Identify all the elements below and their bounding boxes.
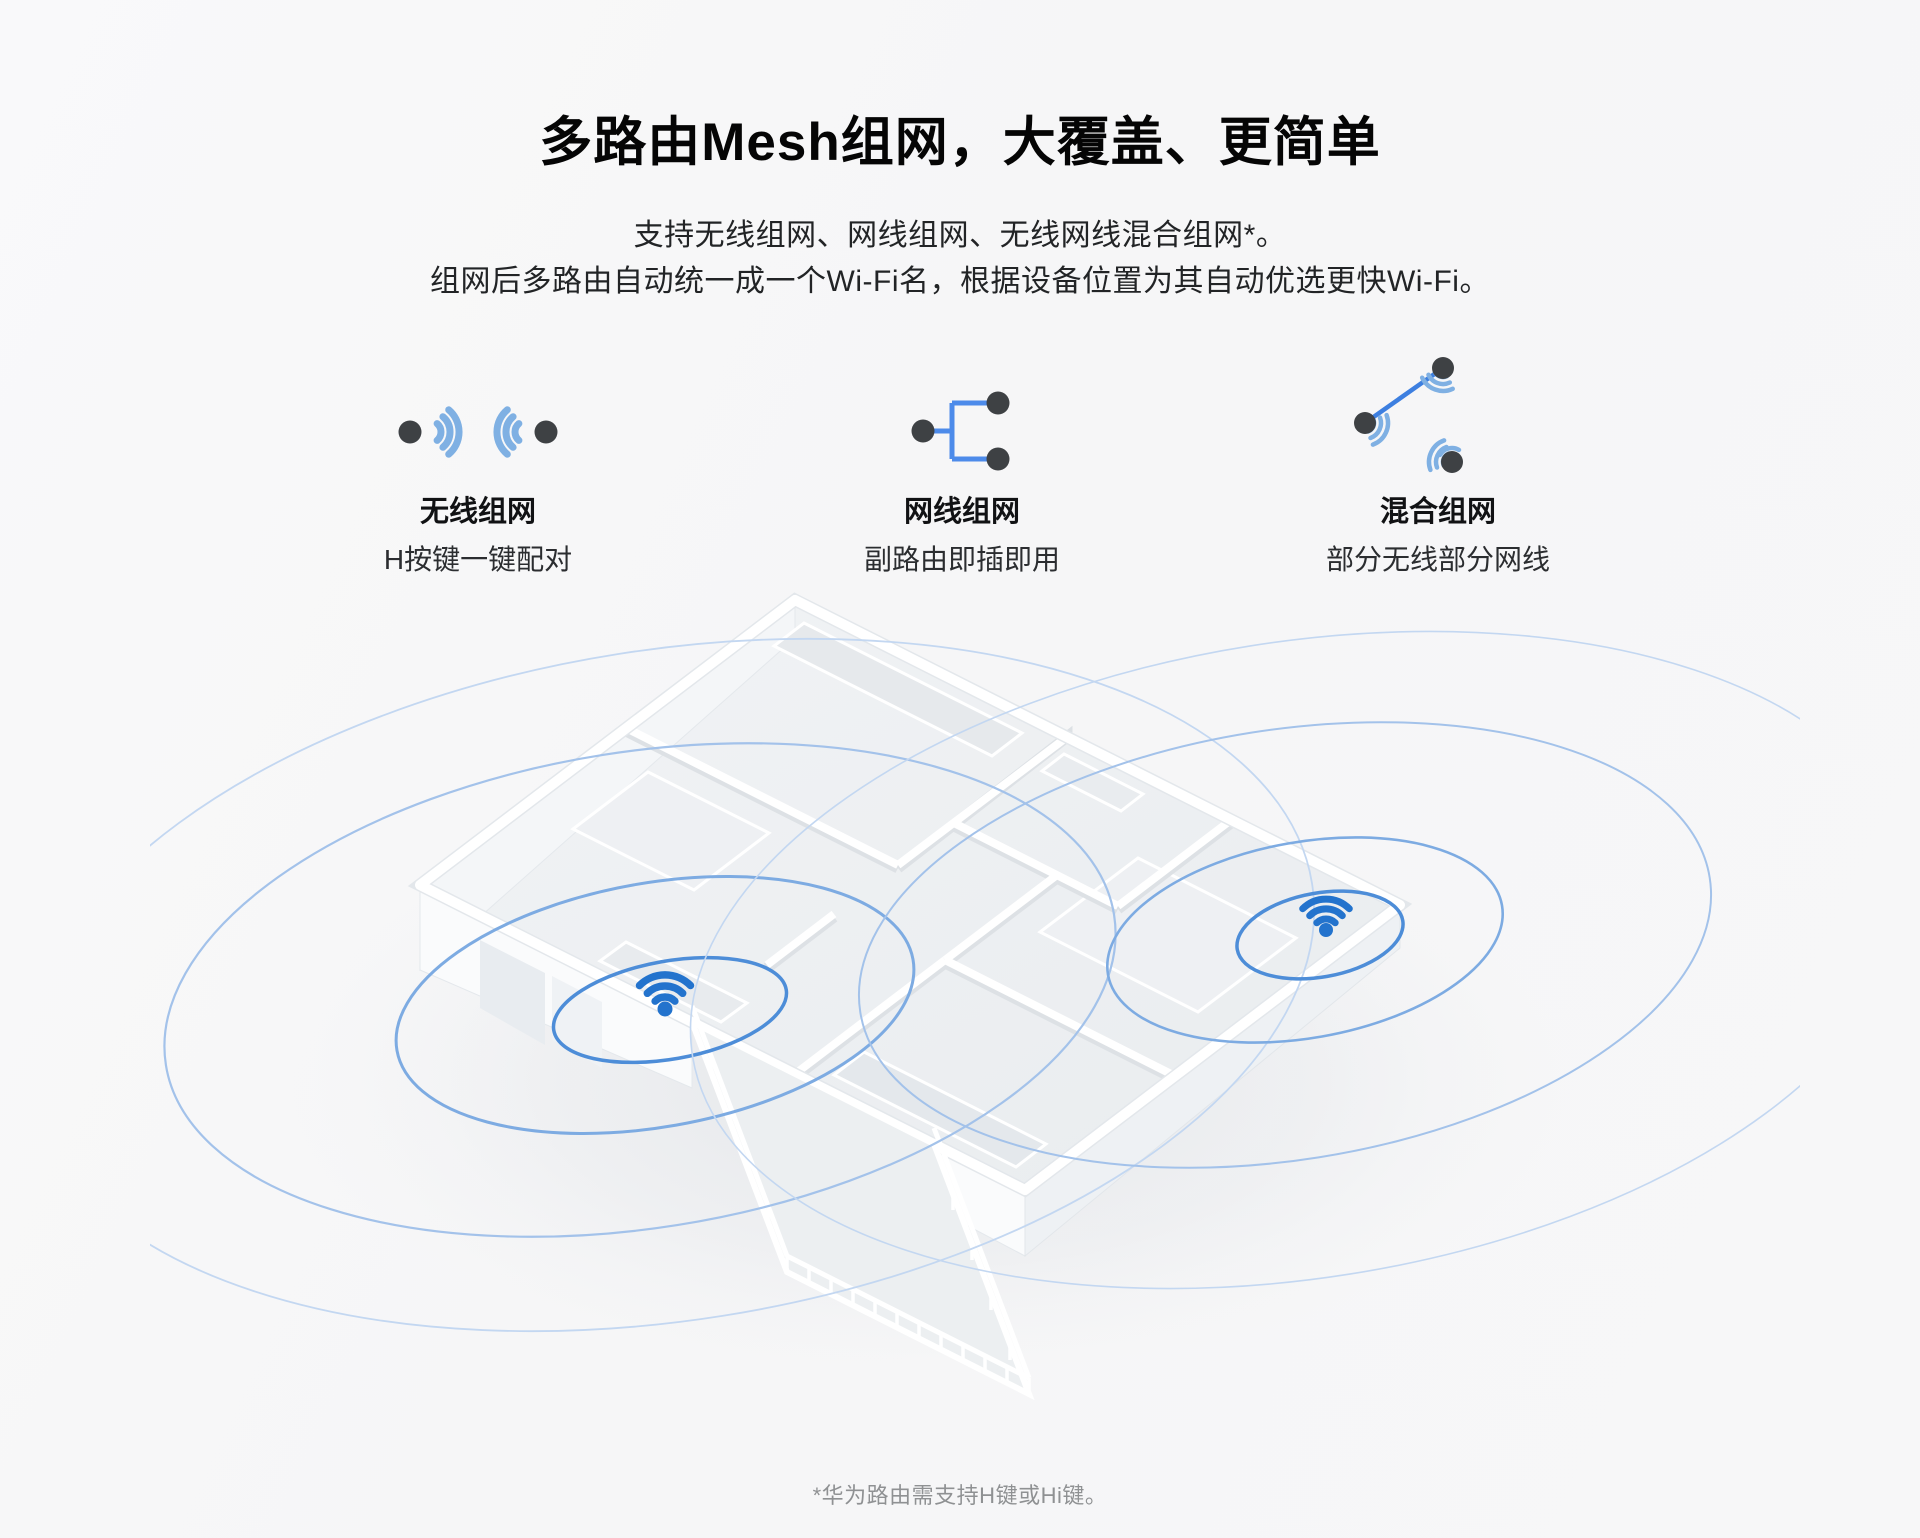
page-subtitle-line1: 支持无线组网、网线组网、无线网线混合组网*。: [633, 219, 1287, 252]
feature-desc: H按键一键配对: [383, 544, 573, 575]
floorplan-illustration: [24, 540, 1911, 1480]
feature-title: 网线组网: [903, 496, 1020, 528]
coverage-rings-right: [689, 630, 1911, 1290]
hybrid-link-icon: [1238, 340, 1638, 490]
footnote: *华为路由需支持H键或Hi键。: [812, 1483, 1108, 1508]
feature-title: 无线组网: [419, 496, 536, 528]
feature-wired-networking: 网线组网 副路由即插即用: [762, 340, 1162, 578]
feature-desc: 副路由即插即用: [863, 544, 1060, 575]
wired-tree-icon: [762, 340, 1162, 490]
page-subtitle-line2: 组网后多路由自动统一成一个Wi-Fi名，根据设备位置为其自动优选更快Wi-Fi。: [430, 265, 1490, 298]
balcony: [686, 1005, 1035, 1401]
feature-title: 混合组网: [1379, 496, 1496, 528]
wifi-signal-icon-left: [635, 971, 695, 1017]
feature-desc: 部分无线部分网线: [1325, 544, 1550, 575]
feature-wireless-networking: 无线组网 H按键一键配对: [278, 340, 678, 578]
wireless-pair-icon: [278, 340, 678, 490]
page-title: 多路由Mesh组网，大覆盖、更简单: [539, 113, 1381, 172]
feature-hybrid-networking: 混合组网 部分无线部分网线: [1238, 340, 1638, 578]
wifi-signal-icon-right: [1299, 895, 1353, 937]
